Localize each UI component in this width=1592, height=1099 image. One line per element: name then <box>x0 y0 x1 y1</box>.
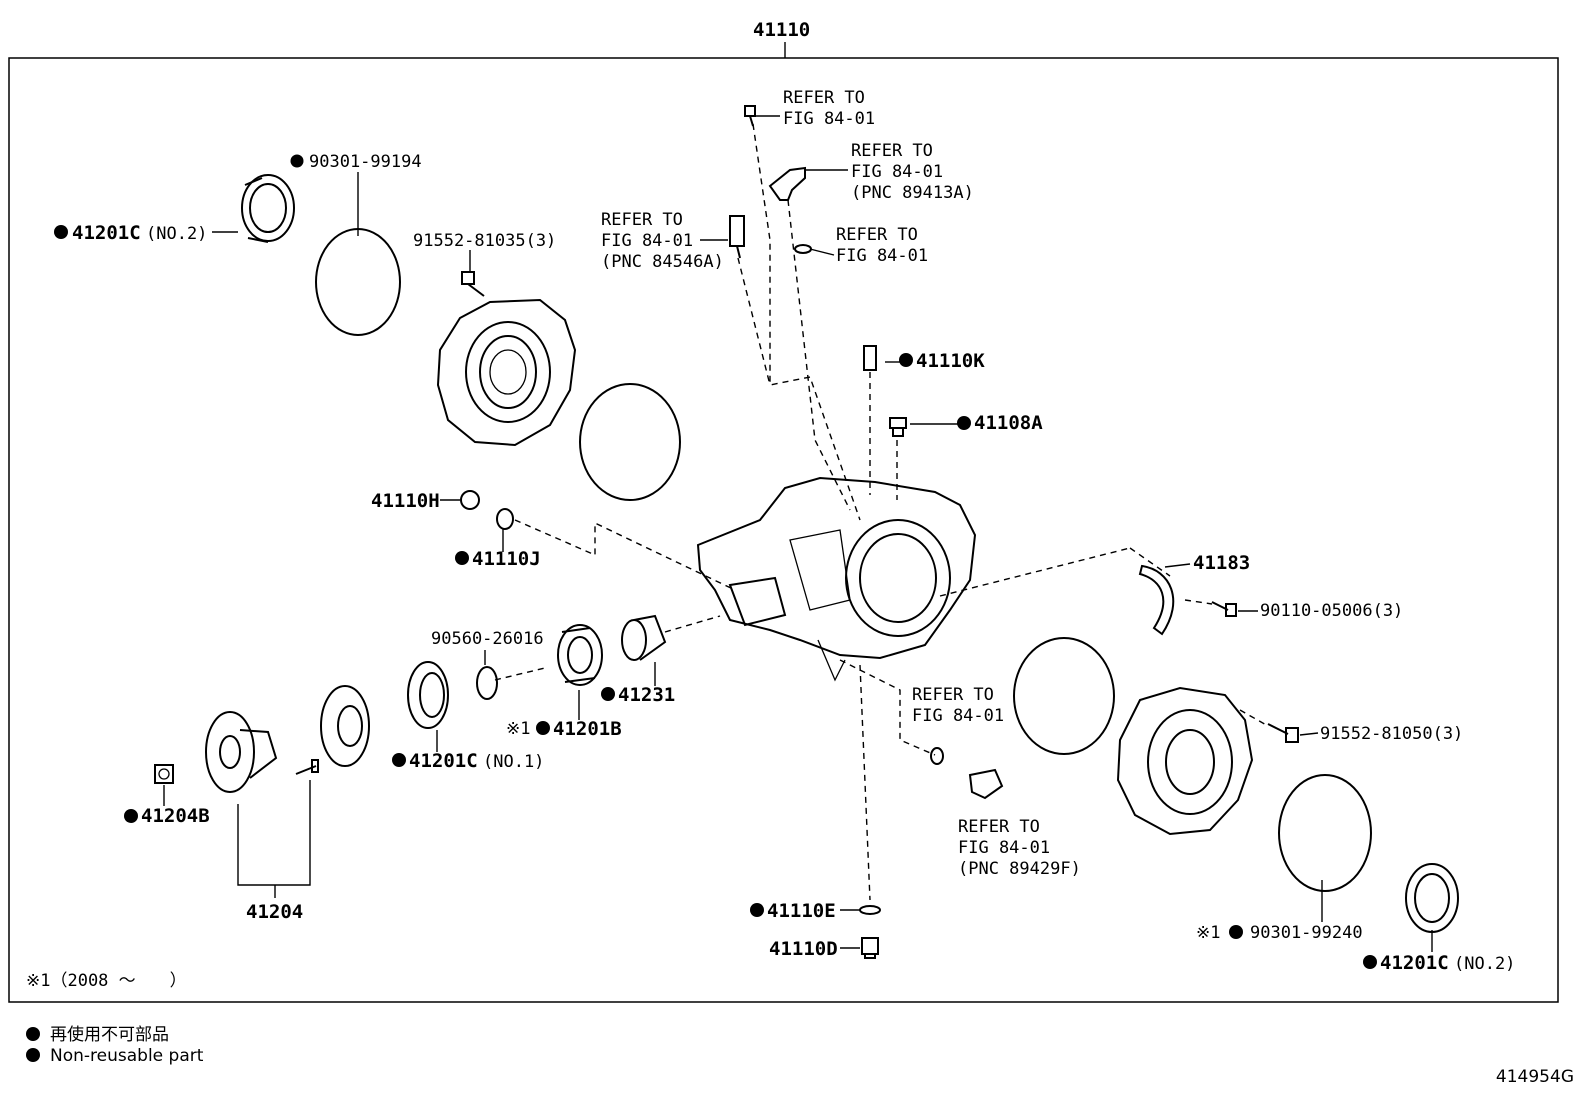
part-90301-99240[interactable]: 90301-99240 <box>1250 923 1363 943</box>
svg-text:FIG 84-01: FIG 84-01 <box>836 246 928 266</box>
oil-seal-no1[interactable] <box>407 661 449 729</box>
dust-deflector[interactable] <box>320 685 370 767</box>
part-91552-81035[interactable]: 91552-81035(3) <box>413 231 556 251</box>
part-41201c-top[interactable]: 41201C <box>72 222 141 244</box>
part-41110e[interactable]: 41110E <box>767 900 836 922</box>
bolt-reference[interactable] <box>744 105 756 127</box>
left-cover-plate[interactable] <box>436 298 577 447</box>
plug-41108a[interactable] <box>889 417 907 437</box>
sensor-89429f[interactable] <box>968 768 1004 800</box>
svg-text:(PNC 89429F): (PNC 89429F) <box>958 859 1081 879</box>
svg-text:FIG 84-01: FIG 84-01 <box>783 109 875 129</box>
footnote-mark-1: ※1（2008 ～ ） <box>26 971 187 991</box>
svg-text:(PNC 89413A): (PNC 89413A) <box>851 183 974 203</box>
sensor-89413a[interactable] <box>768 166 806 201</box>
oil-seal-bottom[interactable] <box>1405 863 1459 933</box>
svg-text:REFER TO: REFER TO <box>912 685 994 705</box>
reference-label-sensor-89429f[interactable]: REFER TO FIG 84-01 (PNC 89429F) <box>958 817 1081 879</box>
bullet-icon <box>26 1027 40 1041</box>
gasket-41110e[interactable] <box>859 905 881 915</box>
plug-41110h[interactable] <box>460 490 480 510</box>
part-41201c-bot-suffix: (NO.2) <box>1454 954 1515 974</box>
o-ring-90301-99194[interactable] <box>315 228 401 336</box>
gasket-41110j[interactable] <box>496 508 514 530</box>
clip-41183[interactable] <box>1138 564 1175 636</box>
o-ring-reference[interactable] <box>794 244 812 254</box>
nut-41204b[interactable] <box>154 764 174 784</box>
figure-id: 414954G <box>1495 1067 1574 1087</box>
part-90301-99194[interactable]: 90301-99194 <box>309 152 422 172</box>
part-41110j[interactable]: 41110J <box>472 548 541 570</box>
part-41201b[interactable]: 41201B <box>553 718 622 740</box>
part-90110-05006[interactable]: 90110-05006(3) <box>1260 601 1403 621</box>
part-90560-26016[interactable]: 90560-26016 <box>431 629 544 649</box>
part-41201c-mid-suffix: (NO.1) <box>483 752 544 772</box>
svg-text:FIG 84-01: FIG 84-01 <box>912 706 1004 726</box>
spacer-90560-26016[interactable] <box>476 666 498 700</box>
assembly-part-number[interactable]: 41110 <box>753 19 810 41</box>
note-mark-1a: ※1 <box>506 719 530 739</box>
breather-41110k[interactable] <box>863 345 877 371</box>
gasket-reference[interactable] <box>930 747 944 765</box>
drain-plug-41110d[interactable] <box>861 937 879 959</box>
part-41110d[interactable]: 41110D <box>769 938 838 960</box>
part-41201c-top-suffix: (NO.2) <box>146 224 207 244</box>
bolt-90110-05006[interactable] <box>1211 601 1237 617</box>
part-41110k[interactable]: 41110K <box>916 350 985 372</box>
part-41108a[interactable]: 41108A <box>974 412 1043 434</box>
flange-bolt[interactable] <box>295 759 319 775</box>
part-41110h[interactable]: 41110H <box>371 490 440 512</box>
svg-text:(PNC 84546A): (PNC 84546A) <box>601 252 724 272</box>
oil-seal-top[interactable] <box>241 174 295 243</box>
svg-text:FIG 84-01: FIG 84-01 <box>851 162 943 182</box>
bolt-91552-81050[interactable] <box>1267 723 1299 743</box>
bolt-91552-81035[interactable] <box>461 271 485 297</box>
svg-text:FIG 84-01: FIG 84-01 <box>958 838 1050 858</box>
reference-label-sensor-89413a[interactable]: REFER TO FIG 84-01 (PNC 89413A) <box>851 141 974 203</box>
note-mark-1b: ※1 <box>1196 923 1220 943</box>
transfer-housing-41110[interactable] <box>696 476 977 682</box>
svg-text:REFER TO: REFER TO <box>958 817 1040 837</box>
part-41231[interactable]: 41231 <box>618 684 675 706</box>
o-ring-90301-99240[interactable] <box>1278 774 1372 892</box>
reference-label-bolt[interactable]: REFER TO FIG 84-01 <box>783 88 875 129</box>
svg-text:FIG 84-01: FIG 84-01 <box>601 231 693 251</box>
part-41183[interactable]: 41183 <box>1193 552 1250 574</box>
part-41204b[interactable]: 41204B <box>141 805 210 827</box>
bearing-41201b[interactable] <box>557 624 603 686</box>
leader-lines <box>163 115 1433 952</box>
bullet-icon <box>26 1048 40 1062</box>
switch-84546a[interactable] <box>729 215 745 259</box>
legend-jp: 再使用不可部品 <box>26 1020 169 1045</box>
legend-en: Non-reusable part <box>26 1046 203 1066</box>
reference-label-gasket[interactable]: REFER TO FIG 84-01 <box>912 685 1004 726</box>
right-cover-plate[interactable] <box>1116 686 1254 836</box>
svg-text:REFER TO: REFER TO <box>783 88 865 108</box>
part-41201c-bot[interactable]: 41201C <box>1380 952 1449 974</box>
flange-41204[interactable] <box>205 711 278 793</box>
svg-text:REFER TO: REFER TO <box>836 225 918 245</box>
reference-label-switch-84546a[interactable]: REFER TO FIG 84-01 (PNC 84546A) <box>601 210 724 272</box>
sleeve-41231[interactable] <box>621 614 667 661</box>
o-ring-left-cover[interactable] <box>579 383 681 501</box>
svg-text:REFER TO: REFER TO <box>851 141 933 161</box>
part-41201c-mid[interactable]: 41201C <box>409 750 478 772</box>
reference-label-oring[interactable]: REFER TO FIG 84-01 <box>836 225 928 266</box>
part-41204[interactable]: 41204 <box>246 901 303 923</box>
assembly-dashed-lines <box>494 123 1269 901</box>
svg-text:REFER TO: REFER TO <box>601 210 683 230</box>
o-ring-right-cover[interactable] <box>1013 637 1115 755</box>
diagram-frame <box>8 57 1559 1003</box>
part-91552-81050[interactable]: 91552-81050(3) <box>1320 724 1463 744</box>
